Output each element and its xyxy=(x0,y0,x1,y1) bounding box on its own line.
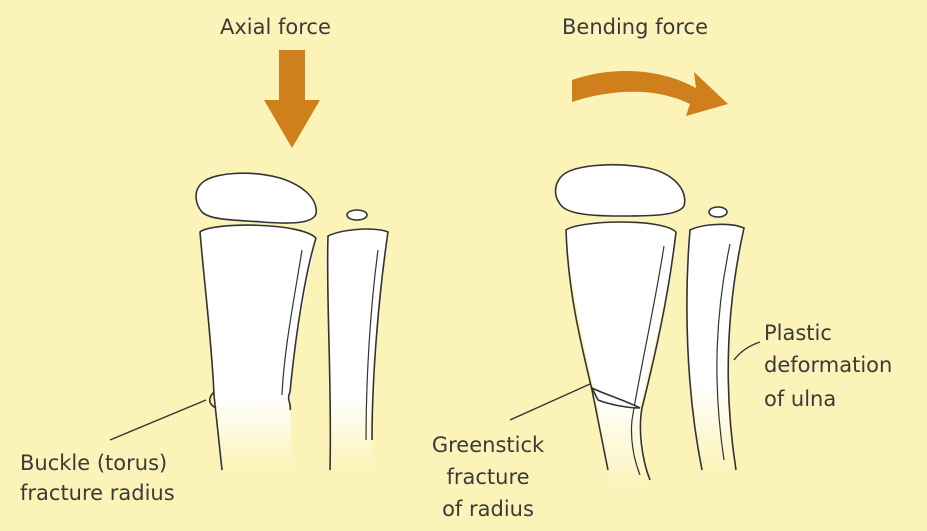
greenstick-label-line3: of radius xyxy=(418,496,558,523)
greenstick-label-line2: fracture xyxy=(418,464,558,491)
plastic-label-line2: deformation xyxy=(764,352,892,379)
greenstick-leader-line xyxy=(510,384,590,420)
left-bone-group xyxy=(196,173,388,470)
bending-force-arrow xyxy=(572,71,728,116)
right-carpal-bone xyxy=(556,165,685,216)
left-ulna-bone xyxy=(328,229,388,470)
right-small-bone xyxy=(709,207,727,217)
left-small-bone xyxy=(347,210,367,220)
bending-force-label: Bending force xyxy=(562,14,708,41)
buckle-label-line1: Buckle (torus) xyxy=(20,450,167,477)
buckle-leader-line xyxy=(110,400,206,440)
leader-lines xyxy=(110,342,760,440)
down-arrow-icon xyxy=(264,50,320,148)
plastic-label-line3: of ulna xyxy=(764,386,836,413)
right-bone-group xyxy=(556,165,745,490)
left-carpal-bone xyxy=(196,173,316,223)
plastic-label-line1: Plastic xyxy=(764,320,832,347)
axial-force-arrow xyxy=(264,50,320,148)
greenstick-label-line1: Greenstick xyxy=(418,432,558,459)
curved-arrow-icon xyxy=(572,71,728,116)
right-radius-bone xyxy=(566,222,676,490)
plastic-leader-line xyxy=(734,342,760,360)
axial-force-label: Axial force xyxy=(220,14,331,41)
buckle-label-line2: fracture radius xyxy=(20,480,175,507)
